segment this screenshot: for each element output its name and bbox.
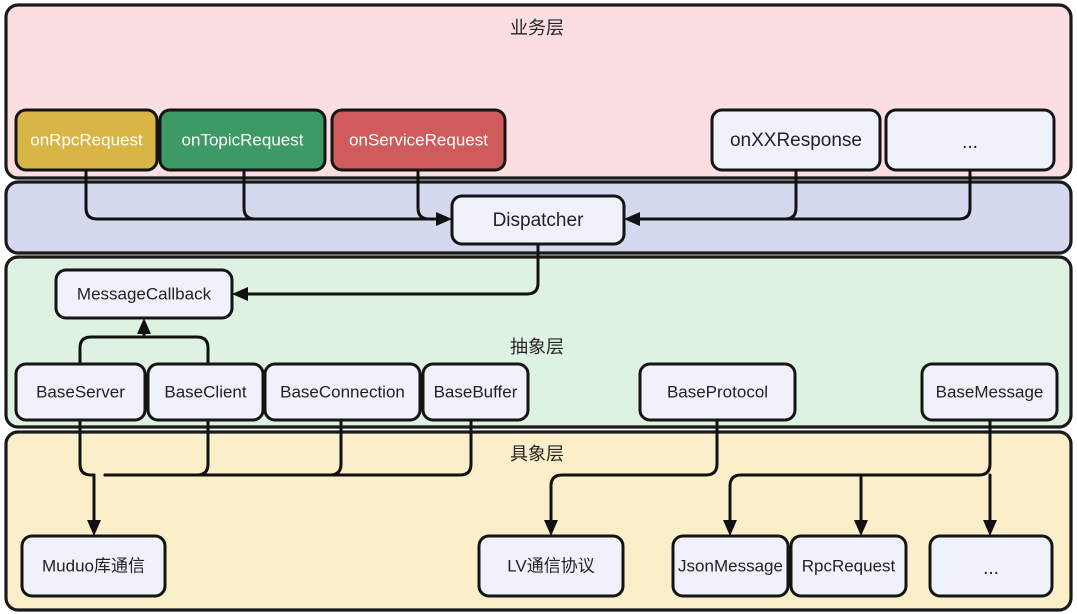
arrow-head-into-muduo bbox=[87, 520, 101, 536]
node-business-ellipsis[interactable]: ... bbox=[884, 108, 1056, 172]
connector-group-basemessage-to-concrete bbox=[723, 418, 997, 536]
node-baseserver-rect[interactable] bbox=[14, 362, 147, 422]
node-baseclient[interactable]: BaseClient bbox=[146, 362, 265, 422]
node-baseconnection-rect[interactable] bbox=[263, 362, 422, 422]
node-baseserver[interactable]: BaseServer bbox=[14, 362, 147, 422]
connector-baseserver-to-messagecallback bbox=[78, 335, 146, 366]
connector-basemessage-to-jsonmessage bbox=[728, 473, 743, 522]
connector-basebuffer-to-muduo bbox=[103, 418, 473, 477]
connector-group-abstract-to-muduo bbox=[78, 418, 473, 536]
connector-baseserver-to-muduo bbox=[78, 418, 96, 477]
connector-dispatcher-to-messagecallback bbox=[246, 242, 540, 296]
connector-basemessage-trunk bbox=[739, 418, 992, 477]
arrow-head-into-concrete-ellipsis bbox=[983, 520, 997, 536]
node-muduo-comm[interactable]: Muduo库通信 bbox=[20, 534, 167, 598]
connector-group-response-to-dispatcher bbox=[624, 168, 972, 226]
node-basemessage-rect[interactable] bbox=[920, 362, 1059, 422]
node-onrpcrequest-rect[interactable] bbox=[14, 108, 159, 172]
arrow-head-into-dispatcher-left bbox=[436, 212, 452, 226]
node-dispatcher[interactable]: Dispatcher bbox=[450, 194, 626, 246]
node-basemessage[interactable]: BaseMessage bbox=[920, 362, 1059, 422]
node-onxxresponse[interactable]: onXXResponse bbox=[710, 108, 882, 172]
connector-ontopicrequest-to-dispatcher bbox=[242, 168, 438, 221]
connector-group-baseprotocol-to-lv bbox=[544, 418, 719, 536]
node-baseconnection[interactable]: BaseConnection bbox=[263, 362, 422, 422]
node-lv-protocol-rect[interactable] bbox=[477, 534, 625, 598]
node-onservicerequest[interactable]: onServiceRequest bbox=[330, 108, 507, 172]
node-ontopicrequest-rect[interactable] bbox=[158, 108, 327, 172]
connector-baseprotocol-to-lvprotocol bbox=[549, 418, 719, 522]
arrow-head-into-messagecallback bbox=[232, 287, 248, 301]
connector-group-base-to-messagecallback bbox=[78, 318, 210, 366]
arrow-head-into-dispatcher-right bbox=[624, 212, 640, 226]
connector-group-dispatcher-to-messagecallback bbox=[232, 242, 540, 301]
node-lv-protocol[interactable]: LV通信协议 bbox=[477, 534, 625, 598]
node-onxxresponse-rect[interactable] bbox=[710, 108, 882, 172]
arrow-head-up-into-messagecallback bbox=[137, 318, 151, 334]
node-baseprotocol-rect[interactable] bbox=[638, 362, 797, 422]
node-messagecallback-rect[interactable] bbox=[54, 268, 234, 320]
node-onservicerequest-rect[interactable] bbox=[330, 108, 507, 172]
node-concrete-ellipsis-rect[interactable] bbox=[928, 534, 1054, 598]
node-baseprotocol[interactable]: BaseProtocol bbox=[638, 362, 797, 422]
node-ontopicrequest[interactable]: onTopicRequest bbox=[158, 108, 327, 172]
arrow-head-into-lvprotocol bbox=[544, 520, 558, 536]
node-business-ellipsis-rect[interactable] bbox=[884, 108, 1056, 172]
node-jsonmessage[interactable]: JsonMessage bbox=[671, 534, 790, 598]
connector-business-ellipsis-to-dispatcher bbox=[638, 168, 972, 221]
node-messagecallback[interactable]: MessageCallback bbox=[54, 268, 234, 320]
arrow-head-into-rpcrequest bbox=[854, 520, 868, 536]
node-concrete-ellipsis[interactable]: ... bbox=[928, 534, 1054, 598]
node-jsonmessage-rect[interactable] bbox=[671, 534, 790, 598]
node-basebuffer[interactable]: BaseBuffer bbox=[421, 362, 530, 422]
connector-group-business-to-dispatcher bbox=[84, 168, 452, 226]
connector-onservicerequest-to-dispatcher bbox=[416, 168, 438, 221]
node-dispatcher-rect[interactable] bbox=[450, 194, 626, 246]
arrow-head-into-jsonmessage bbox=[723, 520, 737, 536]
node-baseclient-rect[interactable] bbox=[146, 362, 265, 422]
connector-onrpcrequest-to-dispatcher bbox=[84, 168, 438, 221]
node-rpcrequest-rect[interactable] bbox=[789, 534, 908, 598]
node-muduo-comm-rect[interactable] bbox=[20, 534, 167, 598]
connector-baseclient-to-messagecallback bbox=[142, 335, 210, 366]
node-basebuffer-rect[interactable] bbox=[421, 362, 530, 422]
node-rpcrequest[interactable]: RpcRequest bbox=[789, 534, 908, 598]
node-onrpcrequest[interactable]: onRpcRequest bbox=[14, 108, 159, 172]
